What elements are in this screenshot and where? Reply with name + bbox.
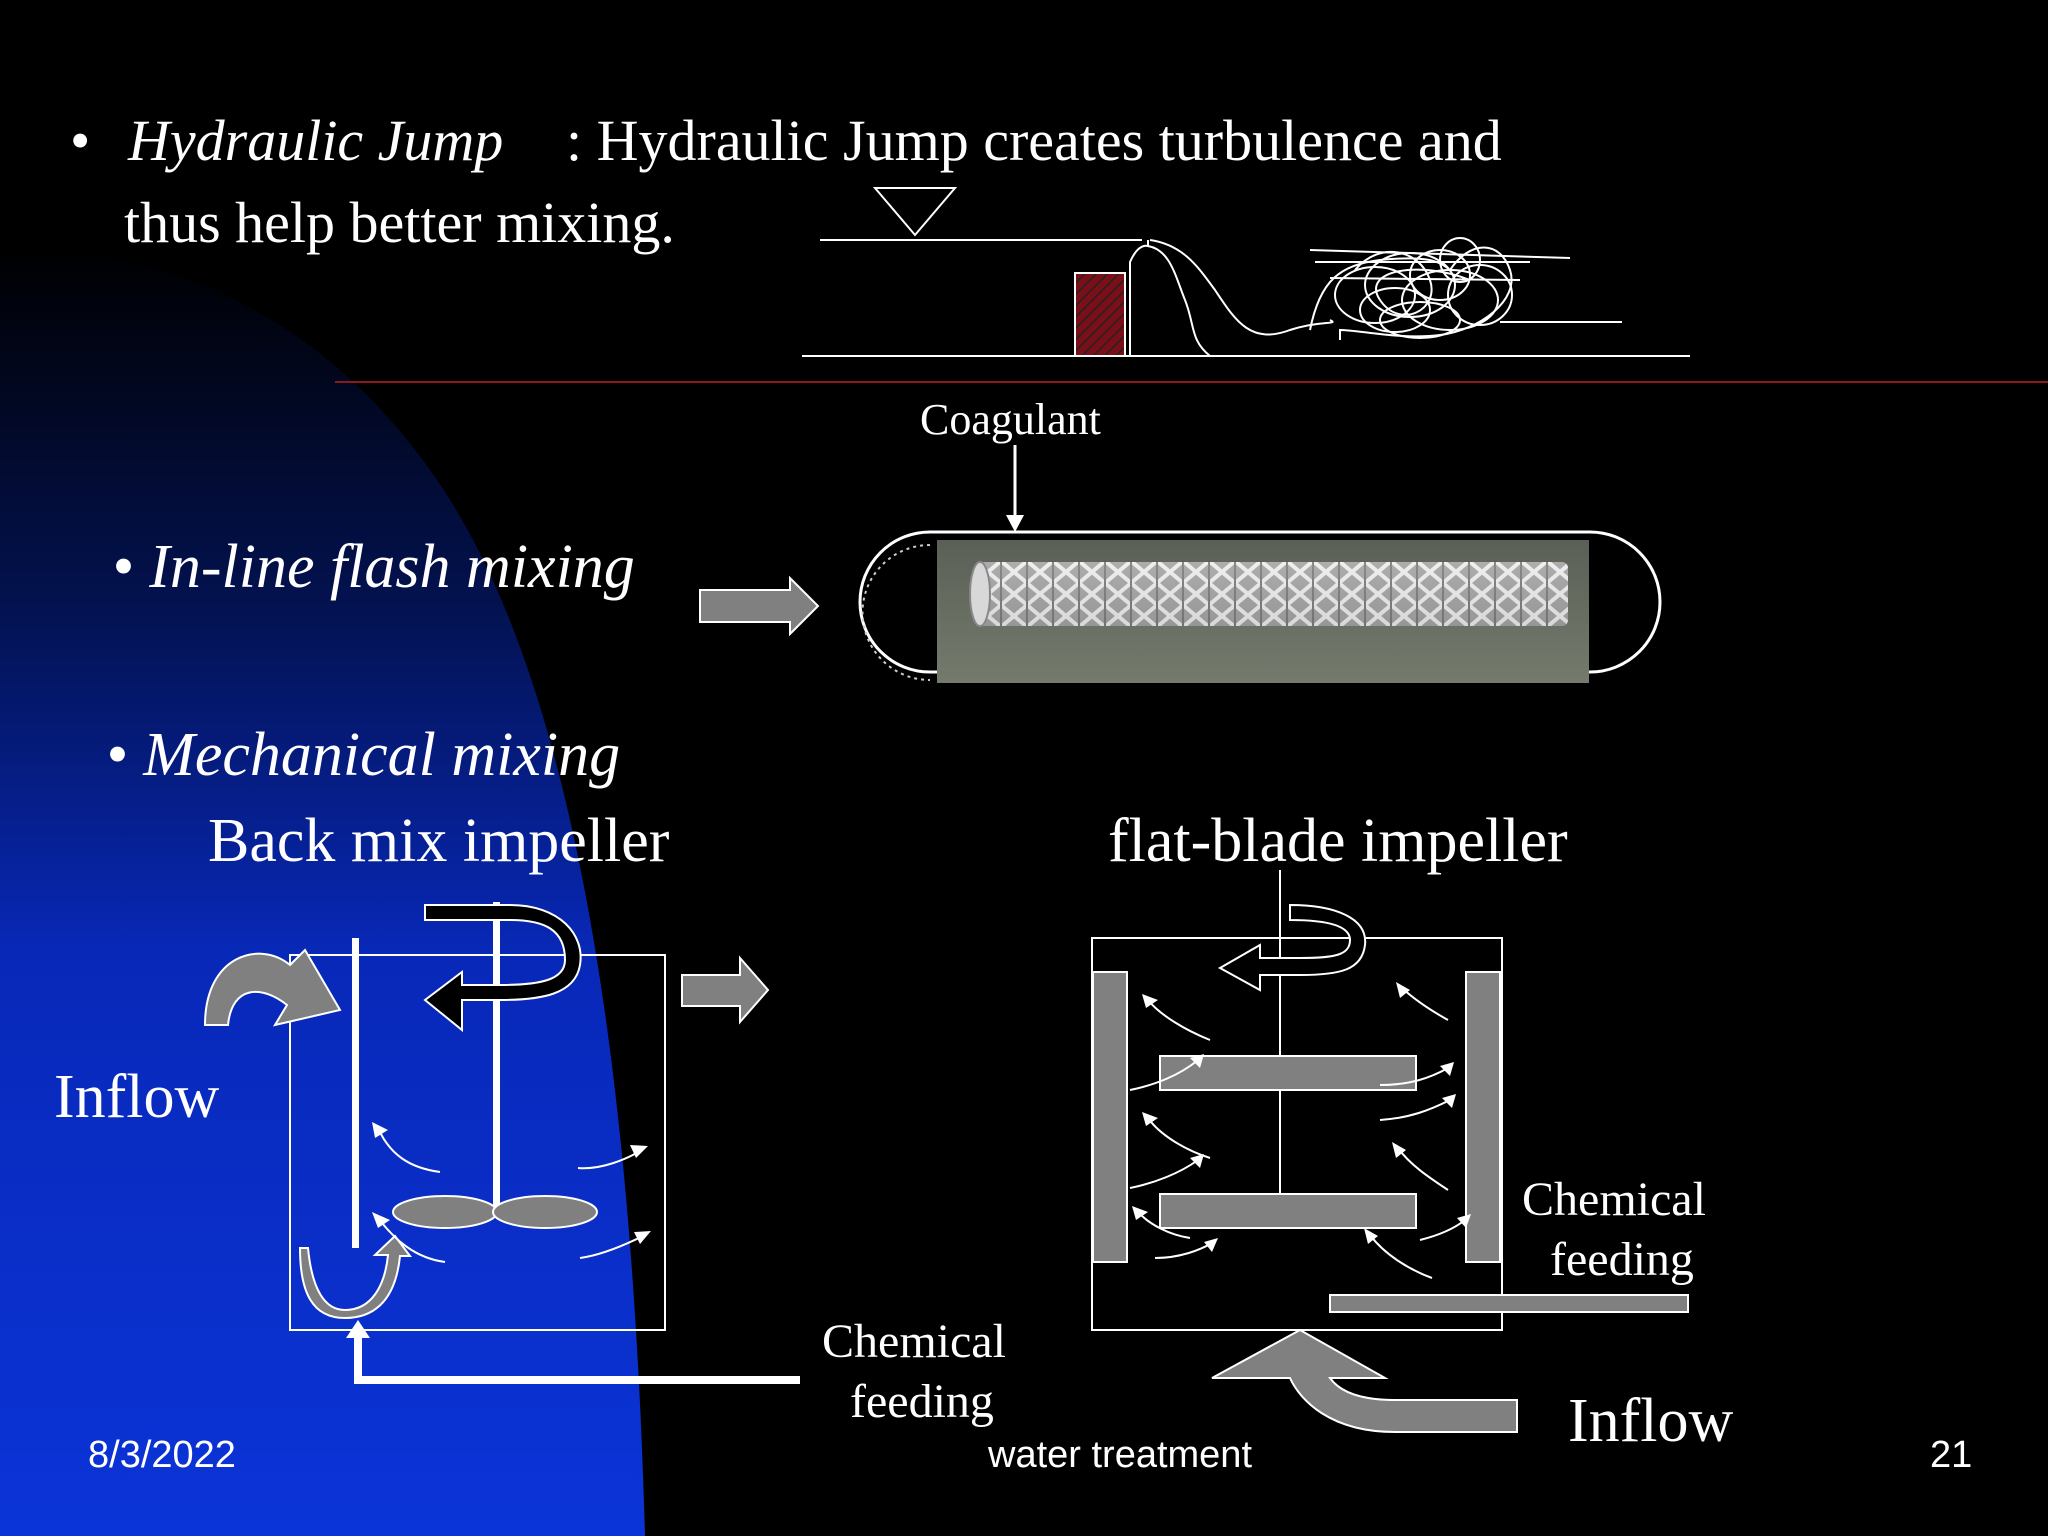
sluice-gate xyxy=(1074,272,1126,357)
mechanical-mixing-heading: • Mechanical mixing xyxy=(106,721,621,789)
back-mix-inflow-label: Inflow xyxy=(54,1063,220,1131)
inflow-curved-arrow-icon xyxy=(203,948,342,1027)
impeller-shaft xyxy=(493,902,500,1214)
coagulant-label: Coagulant xyxy=(920,395,1101,444)
back-mix-chemical-label-line2: feeding xyxy=(850,1375,994,1428)
hydraulic-jump-term: Hydraulic Jump xyxy=(128,108,504,173)
footer-title: water treatment xyxy=(988,1434,1252,1476)
flat-blade-chemical-label-line2: feeding xyxy=(1550,1233,1694,1286)
back-mix-impeller-title: Back mix impeller xyxy=(208,807,670,875)
bullet-dot: • xyxy=(70,108,91,173)
flat-blade-upper xyxy=(1159,1055,1417,1091)
hydraulic-jump-description: : Hydraulic Jump creates turbulence and xyxy=(566,108,1502,173)
baffle-right xyxy=(1465,971,1501,1263)
impeller-blade-right xyxy=(492,1195,598,1229)
flat-blade-lower xyxy=(1159,1193,1417,1229)
footer-date: 8/3/2022 xyxy=(88,1434,236,1476)
hydraulic-jump-description-line2: thus help better mixing. xyxy=(124,190,675,255)
flat-blade-tank xyxy=(1091,937,1503,1331)
inline-flash-mixing-heading: • In-line flash mixing xyxy=(112,533,635,601)
chemical-feed-arrow-icon xyxy=(346,1320,370,1338)
page-number: 21 xyxy=(1930,1434,1973,1476)
flat-blade-impeller-title: flat-blade impeller xyxy=(1108,807,1568,875)
back-mix-tank xyxy=(289,954,666,1331)
outflow-arrow-icon xyxy=(681,955,770,1025)
flat-blade-inflow-arrow-icon xyxy=(1211,1328,1518,1433)
baffle-left xyxy=(1092,971,1128,1263)
flat-blade-inflow-label: Inflow xyxy=(1568,1387,1734,1455)
back-mix-chemical-label-line1: Chemical xyxy=(822,1315,1006,1368)
flat-blade-chemical-label-line1: Chemical xyxy=(1522,1173,1706,1226)
water-level-triangle-icon xyxy=(872,187,958,237)
inflow-arrow-icon xyxy=(699,575,820,637)
chemical-feed-pipe xyxy=(1329,1294,1689,1313)
coagulant-arrow-icon xyxy=(1006,515,1024,532)
